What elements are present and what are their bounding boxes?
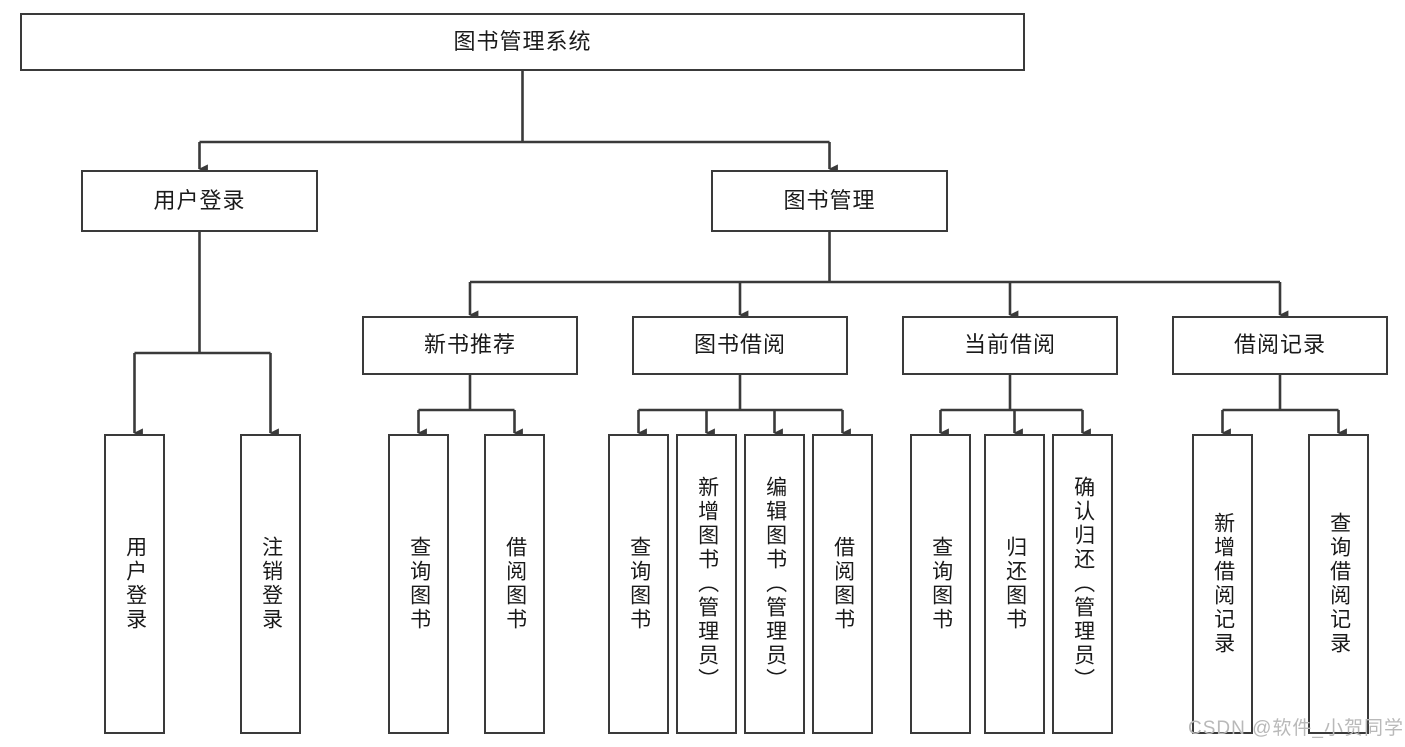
node-book-manage[interactable]: 图书管理	[711, 170, 948, 232]
node-leaf-query-book-rec-label: 查询图书	[407, 536, 431, 632]
node-book-manage-label: 图书管理	[783, 187, 876, 213]
node-leaf-user-login-label: 用户登录	[123, 536, 147, 632]
node-leaf-edit-book[interactable]: 编辑图书（管理员）	[744, 434, 805, 734]
node-root[interactable]: 图书管理系统	[20, 13, 1025, 71]
node-leaf-query-book-borrow[interactable]: 查询图书	[608, 434, 669, 734]
node-leaf-edit-book-label: 编辑图书（管理员）	[763, 476, 787, 692]
node-new-book-rec[interactable]: 新书推荐	[362, 316, 578, 375]
node-current-borrow-label: 当前借阅	[963, 332, 1056, 358]
node-leaf-borrow-book-label: 借阅图书	[831, 536, 855, 632]
node-leaf-confirm-return-label: 确认归还（管理员）	[1071, 476, 1095, 692]
node-book-borrow[interactable]: 图书借阅	[632, 316, 848, 375]
node-leaf-add-book[interactable]: 新增图书（管理员）	[676, 434, 737, 734]
node-leaf-query-book-current[interactable]: 查询图书	[910, 434, 971, 734]
node-leaf-user-logout-label: 注销登录	[259, 536, 283, 632]
node-leaf-borrow-book-rec[interactable]: 借阅图书	[484, 434, 545, 734]
node-leaf-query-book-borrow-label: 查询图书	[627, 536, 651, 632]
node-leaf-user-logout[interactable]: 注销登录	[240, 434, 301, 734]
node-user-login-label: 用户登录	[153, 187, 246, 213]
node-leaf-borrow-book[interactable]: 借阅图书	[812, 434, 873, 734]
node-leaf-confirm-return[interactable]: 确认归还（管理员）	[1052, 434, 1113, 734]
node-root-label: 图书管理系统	[453, 28, 592, 54]
node-new-book-rec-label: 新书推荐	[423, 332, 516, 358]
node-borrow-record[interactable]: 借阅记录	[1172, 316, 1388, 375]
node-leaf-add-record-label: 新增借阅记录	[1211, 512, 1235, 656]
node-leaf-borrow-book-rec-label: 借阅图书	[503, 536, 527, 632]
node-leaf-query-record[interactable]: 查询借阅记录	[1308, 434, 1369, 734]
node-leaf-user-login[interactable]: 用户登录	[104, 434, 165, 734]
node-current-borrow[interactable]: 当前借阅	[902, 316, 1118, 375]
node-borrow-record-label: 借阅记录	[1233, 332, 1326, 358]
node-leaf-add-book-label: 新增图书（管理员）	[695, 476, 719, 692]
node-leaf-query-book-current-label: 查询图书	[929, 536, 953, 632]
node-leaf-return-book-label: 归还图书	[1003, 536, 1027, 632]
node-leaf-query-book-rec[interactable]: 查询图书	[388, 434, 449, 734]
node-leaf-return-book[interactable]: 归还图书	[984, 434, 1045, 734]
node-user-login[interactable]: 用户登录	[81, 170, 318, 232]
node-leaf-add-record[interactable]: 新增借阅记录	[1192, 434, 1253, 734]
node-leaf-query-record-label: 查询借阅记录	[1327, 512, 1351, 656]
node-book-borrow-label: 图书借阅	[693, 332, 786, 358]
watermark-text: CSDN @软件_小贺同学	[1188, 718, 1404, 739]
